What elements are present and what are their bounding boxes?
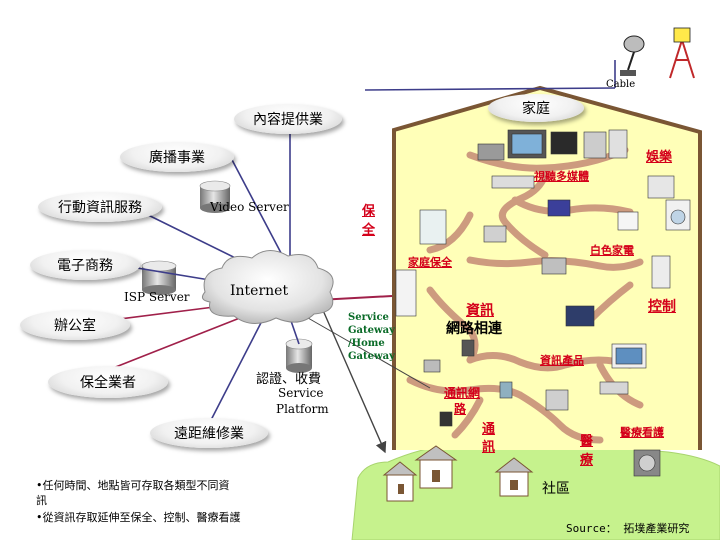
fridge-icon	[651, 255, 671, 289]
cable-label: Cable	[606, 79, 636, 90]
camera-icon	[647, 175, 675, 199]
flat-tv-icon	[550, 131, 578, 155]
stereo-icon	[583, 131, 607, 159]
home-security-label: 家庭保全	[408, 256, 452, 269]
community-house-2	[414, 445, 458, 489]
camcorder-icon	[477, 143, 505, 161]
fax-icon	[545, 389, 569, 411]
white-appliance-label: 白色家電	[590, 244, 634, 257]
community-house-1	[382, 461, 418, 502]
office-label: 辦公室	[54, 318, 96, 334]
security-label-2: 全	[362, 223, 376, 238]
video-multimedia-label: 視聽多媒體	[534, 170, 589, 183]
medical-care-label: 醫療看護	[620, 426, 664, 439]
satellite-dish-icon	[620, 35, 645, 76]
gateway-label: Service Gateway /Home Gateway	[348, 311, 395, 363]
service-platform-cylinder	[285, 338, 313, 373]
info-network-label: 網路相連	[446, 321, 502, 337]
video-server-cylinder	[199, 180, 231, 213]
pager-icon	[439, 411, 453, 427]
dvd-player-icon	[491, 175, 535, 189]
rice-cooker-icon	[617, 211, 639, 231]
office-node: 辦公室	[20, 310, 130, 340]
medical-label-1: 醫	[580, 434, 594, 449]
comm-label-2: 訊	[482, 440, 496, 455]
comm-network-label-1: 通訊網	[444, 386, 481, 400]
remote-repair-node: 遠距維修業	[150, 418, 268, 448]
to-comm-line	[307, 317, 431, 389]
console-icon	[547, 199, 571, 217]
info-products-label: 資訊產品	[540, 354, 584, 367]
info-label: 資訊	[466, 303, 494, 319]
home-title-label: 家庭	[522, 101, 550, 117]
ecommerce-node: 電子商務	[30, 250, 140, 280]
scanner-icon	[599, 381, 629, 395]
medical-label-2: 療	[580, 453, 594, 468]
mobile-info-label: 行動資訊服務	[58, 200, 142, 216]
remote-repair-label: 遠距維修業	[174, 426, 244, 442]
internet-label: Internet	[230, 283, 289, 299]
internet-cloud	[201, 250, 334, 324]
device-icons	[395, 129, 691, 477]
cable-antenna-icon	[669, 27, 695, 79]
gateway-line-3: /Home	[348, 338, 385, 349]
entertainment-label: 娛樂	[646, 150, 673, 165]
microwave-icon	[541, 257, 567, 275]
speaker-icon	[608, 129, 628, 159]
service-platform-label-2: Platform	[276, 402, 329, 416]
security-firm-node: 保全業者	[48, 366, 168, 398]
isp-server-cylinder	[141, 260, 177, 295]
comm-network-label-2: 路	[454, 402, 467, 416]
laptop-icon	[565, 305, 595, 327]
desk-phone-icon	[423, 359, 441, 373]
ecommerce-label: 電子商務	[57, 258, 113, 274]
content-provider-label: 內容提供業	[253, 112, 323, 128]
bullet-1-line-2: 訊	[36, 494, 47, 507]
security-firm-label: 保全業者	[80, 375, 136, 391]
control-label: 控制	[648, 299, 676, 315]
gateway-line-2: Gateway	[348, 325, 395, 336]
security-label-1: 保	[362, 204, 376, 219]
gateway-box-icon	[395, 269, 417, 317]
broadcast-label: 廣播事業	[149, 150, 205, 166]
community-label: 社區	[542, 481, 570, 497]
source-credit: Source： 拓墣產業研究	[566, 522, 690, 535]
community-house-3	[494, 457, 534, 497]
phone-icon	[461, 339, 475, 357]
video-server-label: Video Server	[210, 200, 289, 214]
gateway-line-4: Gateway	[348, 351, 395, 362]
security-camera-icon	[483, 225, 507, 243]
isp-server-label: ISP Server	[124, 290, 190, 304]
home-title-node: 家庭	[488, 94, 584, 122]
service-platform-label-1: Service	[278, 386, 324, 400]
broadcast-node: 廣播事業	[120, 142, 234, 172]
comm-label-1: 通	[482, 422, 496, 437]
content-provider-node: 內容提供業	[234, 104, 342, 134]
mobile-info-node: 行動資訊服務	[38, 192, 162, 222]
auth-billing-label: 認證、收費	[256, 372, 322, 387]
pda-icon	[499, 381, 513, 399]
intercom-panel-icon	[419, 209, 447, 245]
bullet-1-line-1: •任何時間、地點皆可存取各類型不同資	[36, 479, 230, 492]
gateway-line-1: Service	[348, 312, 389, 323]
bullet-2: •從資訊存取延伸至保全、控制、醫療看護	[36, 511, 241, 524]
bullet-1: •任何時間、地點皆可存取各類型不同資 訊	[36, 478, 230, 508]
